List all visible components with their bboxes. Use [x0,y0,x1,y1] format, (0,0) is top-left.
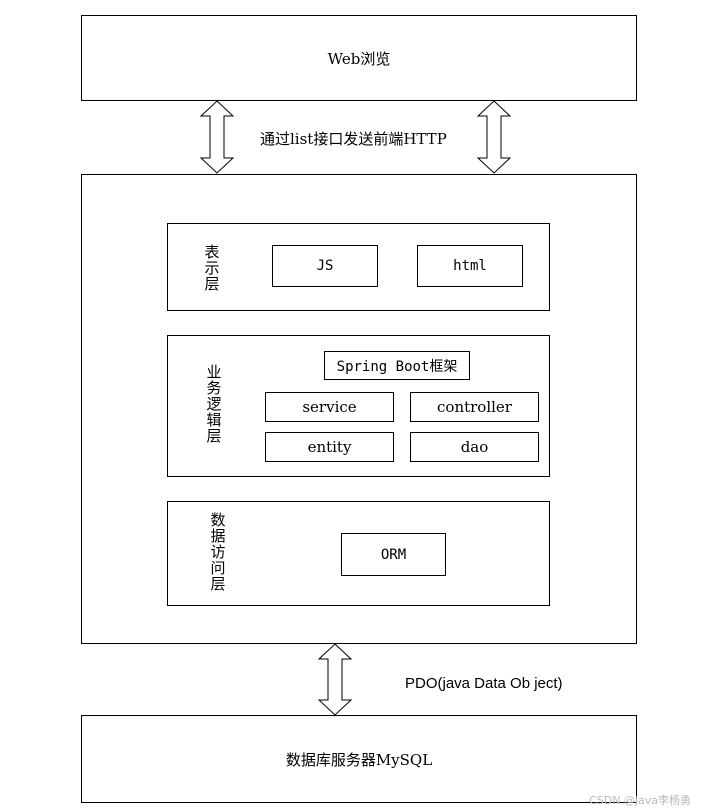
data-access-layer: 数据访问层 ORM [167,501,550,606]
service-box: service [265,392,394,422]
top-connector-label: 通过list接口发送前端HTTP [260,130,447,148]
dao-label: dao [460,438,489,456]
presentation-layer-title: 表示层 [204,243,220,293]
service-label: service [302,398,357,416]
spring-boot-framework-box: Spring Boot框架 [324,351,470,380]
entity-label: entity [307,438,352,456]
business-logic-layer-title: 业务逻辑层 [206,363,222,445]
database-server-box: 数据库服务器MySQL [81,715,637,803]
data-access-layer-title: 数据访问层 [210,511,226,593]
orm-box: ORM [341,533,446,576]
double-arrow-icon [317,643,353,716]
bottom-connector-label: PDO(java Data Ob ject) [405,675,563,692]
double-arrow-icon [476,100,512,174]
spring-boot-framework-label: Spring Boot框架 [336,358,458,375]
watermark: CSDN @java李杨勇 [589,794,691,807]
presentation-layer: 表示层 JS html [167,223,550,311]
entity-box: entity [265,432,394,462]
web-browse-label: Web浏览 [327,49,391,68]
orm-label: ORM [380,546,407,563]
controller-box: controller [410,392,539,422]
controller-label: controller [437,398,512,416]
js-label: JS [316,258,334,274]
double-arrow-icon [199,100,235,174]
web-browse-box: Web浏览 [81,15,637,101]
business-logic-layer: 业务逻辑层 Spring Boot框架 service controller e… [167,335,550,477]
js-box: JS [272,245,378,287]
dao-box: dao [410,432,539,462]
database-server-label: 数据库服务器MySQL [285,750,433,769]
html-label: html [453,258,487,274]
html-box: html [417,245,523,287]
